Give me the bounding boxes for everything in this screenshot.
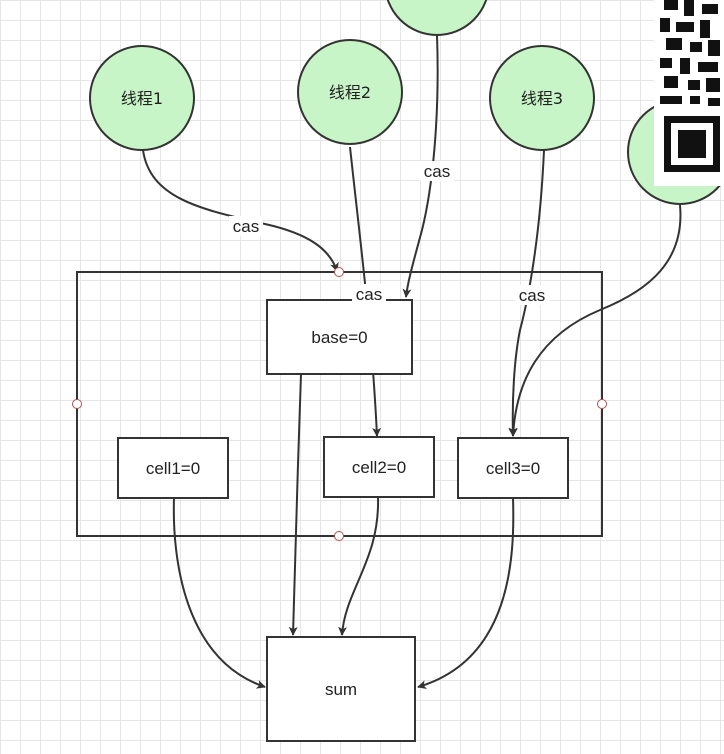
edge-base-to-sum bbox=[288, 373, 302, 636]
cell2-label: cell2=0 bbox=[352, 458, 406, 477]
cas-label: cas bbox=[519, 286, 545, 305]
cas-label: cas bbox=[424, 162, 450, 181]
cas-label: cas bbox=[233, 217, 259, 236]
sum-label: sum bbox=[325, 680, 357, 699]
edge-top-thread-to-base bbox=[402, 34, 439, 298]
thread-label: 线程1 bbox=[121, 89, 163, 108]
edge-cell1-to-sum bbox=[172, 497, 266, 689]
thread-node-2[interactable]: 线程2 bbox=[297, 39, 403, 145]
resize-handle-bottom[interactable] bbox=[334, 531, 344, 541]
thread-label: 线程3 bbox=[521, 89, 563, 108]
base-cell-label: base=0 bbox=[311, 328, 367, 347]
resize-handle-top[interactable] bbox=[334, 267, 344, 277]
resize-handle-right[interactable] bbox=[597, 399, 607, 409]
edge-label-top-base: cas bbox=[420, 161, 454, 181]
cell1-box[interactable]: cell1=0 bbox=[117, 437, 229, 499]
edge-label-t2-cell2: cas bbox=[352, 284, 386, 304]
edge-thread1-to-base bbox=[142, 149, 339, 272]
edge-cell3-to-sum bbox=[417, 497, 515, 690]
thread-label: 线程2 bbox=[329, 83, 371, 102]
qr-code-icon[interactable] bbox=[654, 0, 724, 186]
edge-label-t3-cell3: cas bbox=[515, 285, 549, 305]
cell2-box[interactable]: cell2=0 bbox=[323, 436, 435, 498]
thread-node-3[interactable]: 线程3 bbox=[489, 45, 595, 151]
cell3-box[interactable]: cell3=0 bbox=[457, 437, 569, 499]
cas-label: cas bbox=[356, 285, 382, 304]
edge-label-t1-base: cas bbox=[229, 216, 263, 236]
cell1-label: cell1=0 bbox=[146, 459, 200, 478]
edge-cell2-to-sum bbox=[338, 496, 380, 636]
base-cell[interactable]: base=0 bbox=[266, 299, 413, 375]
edge-thread3-to-cell3-a bbox=[508, 149, 545, 437]
thread-node-1[interactable]: 线程1 bbox=[89, 45, 195, 151]
thread-node-top[interactable] bbox=[385, 0, 489, 36]
edge-right-thread-to-cell3 bbox=[508, 204, 682, 437]
resize-handle-left[interactable] bbox=[72, 399, 82, 409]
cell3-label: cell3=0 bbox=[486, 459, 540, 478]
sum-box[interactable]: sum bbox=[266, 636, 416, 742]
